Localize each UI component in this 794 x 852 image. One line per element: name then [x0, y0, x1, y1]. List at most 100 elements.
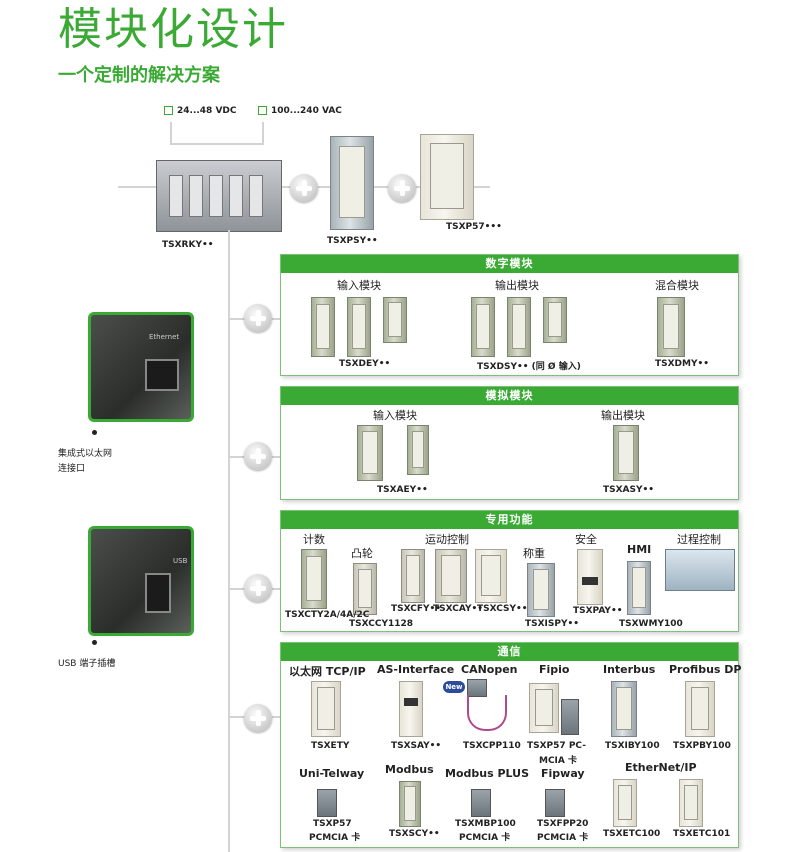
module-label: TSXWMY100 [619, 619, 683, 629]
category-title: 输入模块 [373, 409, 417, 422]
module-label: TSXDMY•• [655, 359, 710, 369]
psu-image [330, 136, 374, 230]
bracket-line [170, 122, 172, 144]
bracket-line [262, 122, 264, 144]
panel-header: 专用功能 [281, 511, 738, 529]
module-image [613, 425, 639, 481]
pcmcia-card-image [317, 789, 337, 817]
page-title: 模块化设计 [58, 4, 288, 55]
new-badge: New [443, 681, 465, 693]
rack-label: TSXRKY•• [162, 240, 214, 250]
category-title: 称重 [523, 547, 545, 560]
module-label: TSXPAY•• [573, 606, 623, 616]
usb-port-photo: USB [88, 526, 194, 636]
panel-header: 模拟模块 [281, 387, 738, 405]
category-title: 运动控制 [425, 533, 469, 546]
module-label: TSXCCY1128 [349, 619, 414, 629]
pcmcia-card-image [561, 699, 579, 735]
panel-header: 通信 [281, 643, 738, 661]
cable-image [467, 695, 507, 731]
plus-icon [244, 704, 272, 732]
module-image [301, 549, 327, 609]
pcmcia-card-image [545, 789, 565, 817]
module-label: TSXASY•• [603, 485, 655, 495]
panel-digital: 数字模块 输入模块 输出模块 混合模块 TSXDEY•• TSXDSY•• (同… [280, 254, 739, 376]
module-image [383, 297, 407, 343]
module-label: TSXSAY•• [391, 741, 442, 751]
category-title: HMI [627, 543, 652, 556]
process-control-screen-image [665, 549, 735, 591]
module-image [353, 563, 377, 615]
plus-icon [244, 442, 272, 470]
rack-image [156, 160, 282, 232]
port-text: Ethernet [149, 333, 180, 341]
checkbox-icon [164, 106, 173, 115]
module-image [529, 683, 559, 733]
module-label: TSXDSY•• (同 Ø 输入) [477, 362, 581, 372]
module-label: PCMCIA 卡 [537, 833, 589, 843]
category-title: CANopen [461, 663, 518, 676]
module-label: TSXCFY•• [391, 604, 442, 614]
ethernet-jack-icon [145, 359, 179, 391]
module-label: TSXETY [311, 741, 350, 751]
module-image [627, 561, 651, 615]
module-label: PCMCIA 卡 [459, 833, 511, 843]
module-image [407, 425, 429, 475]
psu-label: TSXPSY•• [327, 236, 378, 246]
plus-icon [244, 304, 272, 332]
category-title: 安全 [575, 533, 597, 546]
panel-header: 数字模块 [281, 255, 738, 273]
module-label: TSXP57 [313, 819, 352, 829]
bracket-line [170, 143, 264, 145]
category-title: Fipio [539, 663, 570, 676]
module-label: TSXCTY2A/4A/2C [285, 610, 370, 620]
category-title: EtherNet/IP [625, 761, 697, 774]
module-label: MCIA 卡 [539, 756, 578, 766]
panel-special: 专用功能 计数 凸轮 运动控制 称重 安全 HMI 过程控制 TSXCTY2A/… [280, 510, 739, 632]
module-image [347, 297, 371, 357]
module-image [311, 681, 341, 737]
category-title: Fipway [541, 767, 585, 780]
pcmcia-card-image [471, 789, 491, 817]
category-title: 计数 [303, 533, 325, 546]
category-title: Uni-Telway [299, 767, 365, 780]
module-image [527, 563, 555, 617]
module-label: TSXAEY•• [377, 485, 428, 495]
module-label: TSXMBP100 [455, 819, 516, 829]
category-title: 凸轮 [351, 547, 373, 560]
category-title: Modbus [385, 763, 434, 776]
ethernet-port-photo: Ethernet [88, 312, 194, 422]
category-title: Profibus DP [669, 663, 742, 676]
module-label: TSXISPY•• [525, 619, 580, 629]
plus-icon [388, 174, 416, 202]
category-title: 输出模块 [495, 279, 539, 292]
ethernet-callout-line2: 连接口 [58, 464, 86, 474]
cpu-label: TSXP57••• [446, 222, 502, 232]
category-title: Modbus PLUS [445, 767, 529, 780]
page-subtitle: 一个定制的解决方案 [58, 65, 220, 86]
category-title: Interbus [603, 663, 656, 676]
category-title: 混合模块 [655, 279, 699, 292]
module-image [613, 779, 637, 827]
module-image [679, 779, 703, 827]
ethernet-callout-line1: 集成式以太网 [58, 449, 113, 459]
usb-slot-icon [145, 573, 171, 613]
module-image [471, 297, 495, 357]
callout-dot [92, 640, 97, 645]
module-image [399, 681, 423, 737]
module-label: TSXETC100 [603, 829, 661, 839]
module-image [401, 549, 425, 603]
module-label: TSXETC101 [673, 829, 731, 839]
module-label: TSXCPP110 [463, 741, 521, 751]
panel-analog: 模拟模块 输入模块 输出模块 TSXAEY•• TSXASY•• [280, 386, 739, 500]
category-title: 输出模块 [601, 409, 645, 422]
module-image [657, 297, 685, 357]
module-label: TSXCAY•• [433, 604, 483, 614]
module-image [357, 425, 383, 481]
module-image [435, 549, 467, 603]
module-label: TSXFPP20 [537, 819, 589, 829]
plus-icon [244, 574, 272, 602]
port-text: USB [173, 557, 188, 565]
module-image [577, 549, 603, 605]
category-title: AS-Interface [377, 663, 455, 676]
